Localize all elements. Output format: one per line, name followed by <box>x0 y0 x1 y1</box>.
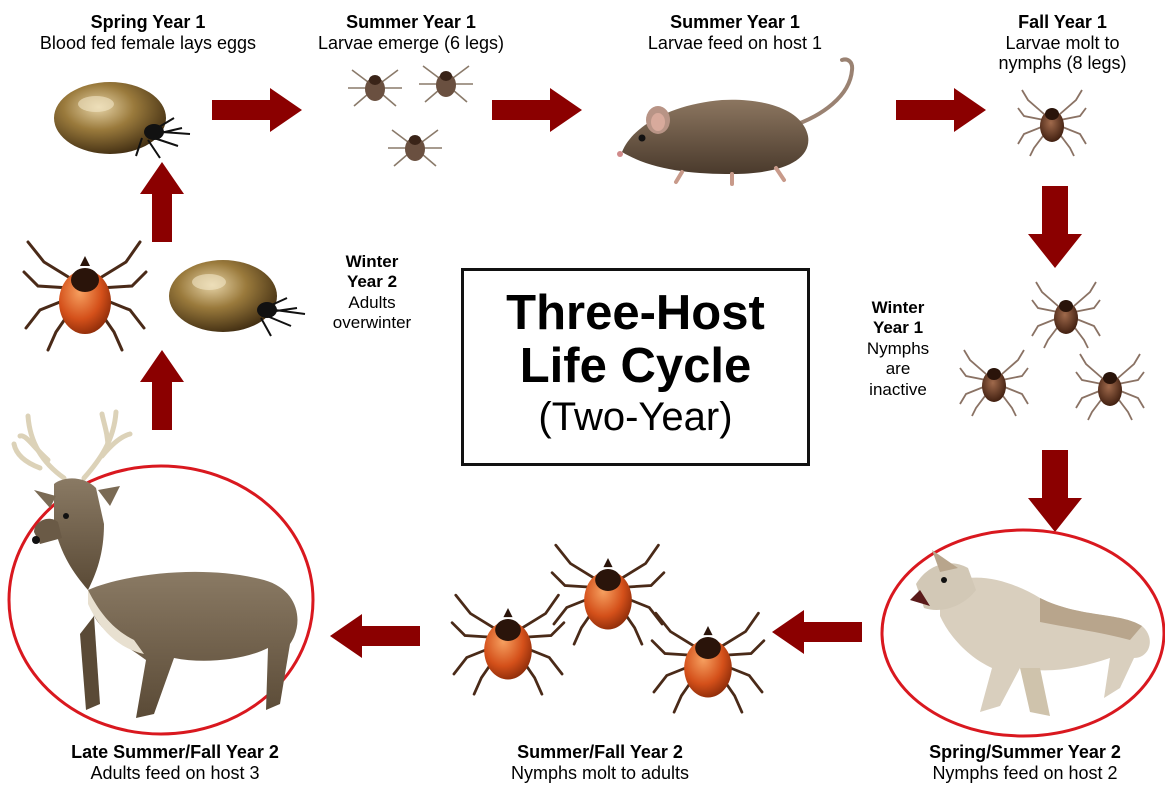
note-line: Winter <box>312 252 432 272</box>
note-line: Year 2 <box>312 272 432 292</box>
note-line: Nymphs <box>838 339 958 359</box>
note-line: Adults <box>312 293 432 313</box>
stage-description: Larvae molt to <box>975 33 1150 54</box>
arrow-down-icon <box>1028 450 1082 532</box>
note-line: Year 1 <box>838 318 958 338</box>
note-line: inactive <box>838 380 958 400</box>
stage-description: Nymphs feed on host 2 <box>890 763 1160 784</box>
stage-title: Summer Year 1 <box>620 12 850 33</box>
deer-icon <box>4 404 316 740</box>
nymph-tick-icon <box>1016 86 1088 158</box>
larva-tick-icon <box>384 122 446 170</box>
stage-description-line2: nymphs (8 legs) <box>975 53 1150 74</box>
stage-label-late-summer-fall-year-2: Late Summer/Fall Year 2 Adults feed on h… <box>30 742 320 783</box>
arrow-left-icon <box>330 614 420 658</box>
engorged-tick-icon <box>165 252 315 342</box>
note-line: are <box>838 359 958 379</box>
title-line-1: Three-Host <box>464 287 807 340</box>
note-winter-year-2: Winter Year 2 Adults overwinter <box>312 252 432 334</box>
adult-tick-icon <box>648 604 768 714</box>
larva-tick-icon <box>344 62 406 110</box>
stage-label-summer-year-1-larvae: Summer Year 1 Larvae emerge (6 legs) <box>296 12 526 53</box>
stage-title: Spring Year 1 <box>10 12 286 33</box>
nymph-tick-icon <box>1074 350 1146 422</box>
stage-description: Blood fed female lays eggs <box>10 33 286 54</box>
stage-label-summer-fall-year-2: Summer/Fall Year 2 Nymphs molt to adults <box>470 742 730 783</box>
larva-tick-icon <box>415 58 477 106</box>
arrow-left-icon <box>772 610 862 654</box>
nymph-tick-icon <box>1030 278 1102 350</box>
engorged-tick-icon <box>50 74 200 164</box>
rat-icon <box>612 56 872 186</box>
title-line-3: (Two-Year) <box>464 393 807 441</box>
arrow-right-icon <box>492 88 582 132</box>
stage-title: Summer/Fall Year 2 <box>470 742 730 763</box>
stage-title: Spring/Summer Year 2 <box>890 742 1160 763</box>
stage-title: Fall Year 1 <box>975 12 1150 33</box>
stage-description: Adults feed on host 3 <box>30 763 320 784</box>
stage-description: Larvae feed on host 1 <box>620 33 850 54</box>
title-box: Three-Host Life Cycle (Two-Year) <box>461 268 810 466</box>
arrow-right-icon <box>896 88 986 132</box>
note-winter-year-1: Winter Year 1 Nymphs are inactive <box>838 298 958 400</box>
dog-icon <box>880 528 1165 738</box>
stage-description: Nymphs molt to adults <box>470 763 730 784</box>
nymph-tick-icon <box>958 346 1030 418</box>
stage-label-spring-summer-year-2: Spring/Summer Year 2 Nymphs feed on host… <box>890 742 1160 783</box>
stage-label-summer-year-1-feed: Summer Year 1 Larvae feed on host 1 <box>620 12 850 53</box>
stage-label-fall-year-1: Fall Year 1 Larvae molt to nymphs (8 leg… <box>975 12 1150 74</box>
note-line: overwinter <box>312 313 432 333</box>
adult-tick-icon <box>20 232 150 352</box>
arrow-right-icon <box>212 88 302 132</box>
stage-label-spring-year-1: Spring Year 1 Blood fed female lays eggs <box>10 12 286 53</box>
arrow-up-icon <box>140 162 184 242</box>
stage-title: Summer Year 1 <box>296 12 526 33</box>
arrow-down-icon <box>1028 186 1082 268</box>
note-line: Winter <box>838 298 958 318</box>
stage-description: Larvae emerge (6 legs) <box>296 33 526 54</box>
title-line-2: Life Cycle <box>464 340 807 393</box>
stage-title: Late Summer/Fall Year 2 <box>30 742 320 763</box>
